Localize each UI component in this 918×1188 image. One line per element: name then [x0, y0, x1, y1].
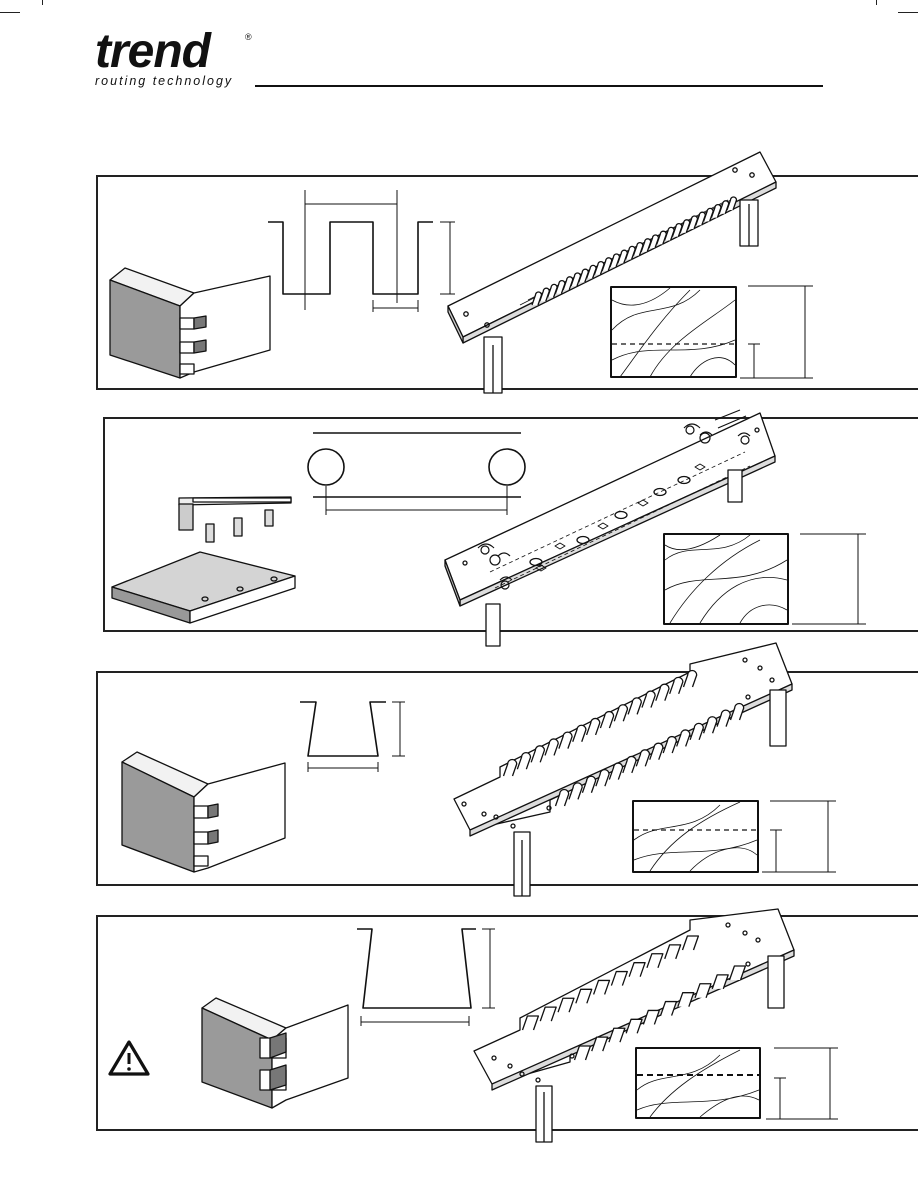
dowel-illustration — [112, 497, 295, 623]
wood-sample-4 — [636, 1048, 838, 1119]
wood-sample-3 — [633, 801, 836, 872]
profile-diagram-4 — [357, 929, 495, 1026]
joint-illustration-4 — [202, 998, 348, 1108]
joint-illustration-3 — [122, 752, 285, 872]
wood-sample-1 — [611, 286, 813, 378]
profile-diagram-1 — [268, 190, 455, 312]
wood-sample-2 — [664, 534, 866, 624]
joint-illustration-1 — [110, 268, 270, 378]
profile-diagram-3 — [300, 702, 405, 772]
profile-diagram-2 — [308, 433, 525, 515]
warning-sign — [110, 1042, 148, 1074]
